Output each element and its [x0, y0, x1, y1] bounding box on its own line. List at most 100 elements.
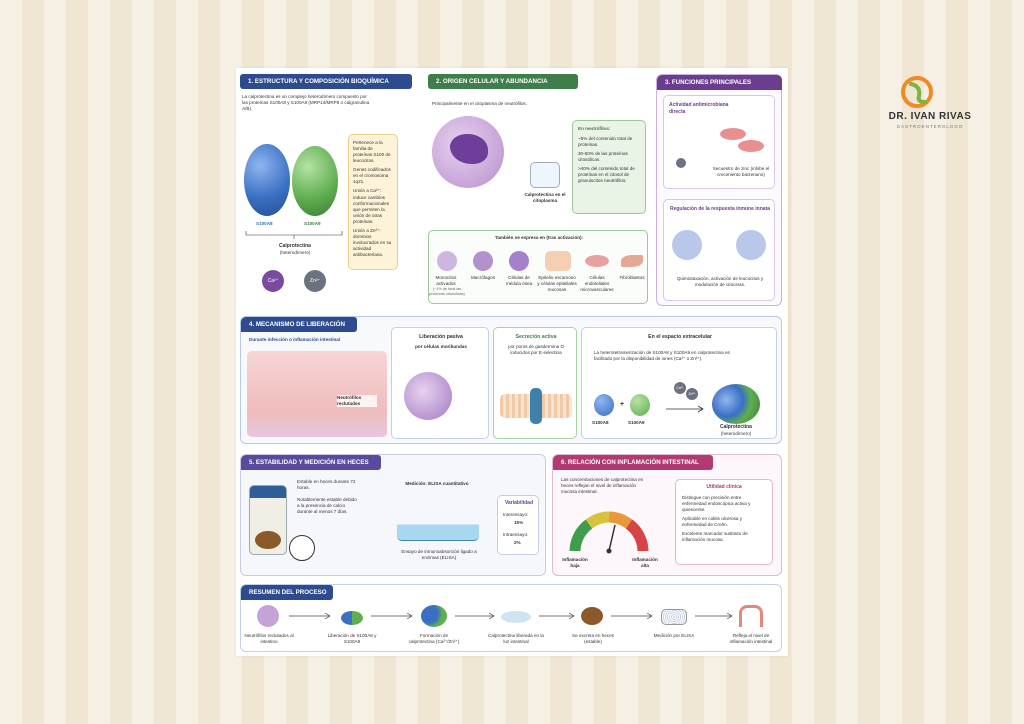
cell-label: Fibroblastos	[619, 275, 645, 280]
variability-box: Variabilidad Interensayo: 15% Intraensay…	[497, 495, 539, 555]
facts-box-title: En neutrófilos:	[578, 126, 611, 131]
variability-label: Intraensayo:	[503, 532, 529, 537]
section-inflammation: 6. RELACIÓN CON INFLAMACIÓN INTESTINAL L…	[552, 454, 782, 576]
zinc-ion-icon	[676, 158, 686, 168]
colon-icon	[739, 605, 763, 627]
bracket-icon	[245, 231, 343, 239]
cell-label: Epitelio escamoso y células epiteliales …	[537, 275, 577, 293]
epithelium-icon	[545, 251, 571, 271]
cell-label: Células de médula ósea	[505, 275, 533, 287]
fact-item: Unión a Ca²⁺: induce cambios conformacio…	[353, 188, 390, 224]
dying-cell-icon	[404, 372, 452, 420]
extracellular-title: En el espacio extracelular	[648, 334, 712, 340]
stability-fact: Estable en heces durante 72 horas.	[297, 479, 356, 491]
section-4-title: 4. MECANISMO DE LIBERACIÓN	[241, 317, 357, 332]
summary-step: Formación de calprotectina (Ca²⁺/Zn²⁺)	[408, 633, 460, 645]
origin-intro: Principalmente en el citoplasma de neutr…	[432, 101, 527, 106]
immune-title: Regulación de la respuesta inmune innata	[669, 206, 771, 212]
neutrophil-nucleus-icon	[450, 134, 488, 164]
extracellular-text: La heterotetramerización de S100A8 y S10…	[594, 350, 730, 362]
stool-sample-icon	[581, 607, 603, 625]
section-3-title: 3. FUNCIONES PRINCIPALES	[657, 75, 782, 90]
utility-item: Aplicable en colitis ulcerosa y enfermed…	[682, 515, 743, 527]
s100a8-protein-icon	[594, 394, 614, 416]
structure-facts-box: Pertenece a la familia de proteínas S100…	[348, 134, 398, 270]
logo: DR. IVAN RIVAS GASTROENTEROLOGO	[870, 74, 990, 134]
logo-name: DR. IVAN RIVAS	[888, 111, 972, 122]
fibroblast-icon	[621, 255, 643, 267]
fact-item: 30-60% de las proteínas citosólicas.	[578, 151, 628, 163]
cell-label: Células endoteliales microvasculares	[580, 275, 614, 293]
intestinal-lumen-icon	[501, 611, 531, 623]
gasdermin-pore-icon	[530, 388, 542, 424]
fact-item: ~5% del contenido total de proteínas.	[578, 136, 633, 148]
inflammation-gauge-icon	[569, 511, 649, 554]
utility-item: Distingue con precisión entre enfermedad…	[682, 494, 751, 512]
release-context: Durante infección o inflamación intestin…	[249, 337, 341, 342]
gauge-high-label: Inflamación alta	[632, 557, 658, 569]
section-structure: 1. ESTRUCTURA Y COMPOSICIÓN BIOQUÍMICA L…	[240, 74, 422, 306]
calprotectin-zoom-icon	[289, 535, 315, 561]
calcium-ion-icon: Ca²⁺	[674, 382, 686, 394]
calprotectin-complex-icon	[421, 605, 447, 627]
stool-sample-icon	[255, 531, 281, 549]
calprotectin-complex-icon	[712, 384, 760, 424]
utility-title: Utilidad clínica	[706, 484, 742, 490]
neutrophil-facts-box: En neutrófilos: ~5% del contenido total …	[572, 120, 646, 214]
arrow-icon	[666, 405, 704, 413]
section-1-title: 1. ESTRUCTURA Y COMPOSICIÓN BIOQUÍMICA	[240, 74, 412, 89]
immune-box: Regulación de la respuesta inmune innata…	[663, 199, 775, 301]
label-s100a8: S100A8	[592, 420, 609, 425]
label-s100a9: S100A9	[628, 420, 645, 425]
section-origin: 2. ORIGEN CELULAR Y ABUNDANCIA Principal…	[426, 74, 654, 306]
cell-note: (~1% de total las proteínas citosólicas)	[429, 287, 465, 296]
active-secretion-box: Secreción activa por poros de gasdermina…	[493, 327, 577, 439]
stability-fact: Notablemente estable debido a la presenc…	[297, 497, 357, 515]
summary-step: Calprotectina liberada en la luz intesti…	[488, 633, 544, 645]
label-s100a9: S100A9	[304, 221, 321, 226]
summary-step: Liberación de S100A8 y S100A9	[327, 633, 377, 645]
section-release: 4. MECANISMO DE LIBERACIÓN Durante infec…	[240, 316, 782, 444]
stomach-logo-icon	[901, 76, 933, 108]
other-cells-box: También se expresa en (tras activación):…	[428, 230, 648, 304]
macrophage-icon	[473, 251, 493, 271]
elisa-plate-icon	[397, 501, 479, 541]
monocyte-icon	[437, 251, 457, 271]
utility-item: Excelente marcador sustituto de inflamac…	[682, 530, 748, 542]
elisa-title: Medición: ELISA cuantitativo	[405, 481, 469, 486]
antimicrobial-title: Actividad antimicrobiana directa	[669, 102, 729, 115]
structure-intro: La calprotectina es un complejo heterodí…	[242, 94, 370, 112]
infographic-sheet: 1. ESTRUCTURA Y COMPOSICIÓN BIOQUÍMICA L…	[236, 68, 788, 656]
section-functions: 3. FUNCIONES PRINCIPALES Actividad antim…	[656, 74, 782, 306]
bacteria-icon	[720, 128, 746, 140]
section-summary: RESUMEN DEL PROCESO Neutrófilos reclutad…	[240, 584, 782, 652]
summary-step: Medición por ELISA	[653, 633, 695, 638]
result-sub: (heterodímero)	[720, 431, 752, 436]
also-expressed-title: También se expresa en (tras activación):	[494, 235, 584, 240]
cell-label: Monocitos activados	[435, 275, 457, 287]
active-sub: por poros de gasdermina D inducidos por …	[508, 344, 564, 356]
bacteria-icon	[738, 140, 764, 152]
variability-title: Variabilidad	[504, 500, 534, 506]
variability-value: 2%	[514, 540, 521, 545]
immune-caption: Quimiotaxación, activación de leucocitos…	[676, 276, 764, 288]
inflammation-text: Las concentraciones de calprotectina en …	[561, 477, 644, 495]
summary-step: Neutrófilos reclutados al intestino	[244, 633, 294, 645]
summary-title: RESUMEN DEL PROCESO	[241, 585, 333, 600]
fact-item: >40% del contenido total de proteínas en…	[578, 166, 635, 184]
endothelial-cell-icon	[585, 255, 609, 267]
passive-title: Liberación pasiva	[419, 334, 463, 340]
elisa-plate-icon	[661, 609, 687, 625]
calcium-ion-icon: Ca²⁺	[262, 270, 284, 292]
bone-marrow-cell-icon	[509, 251, 529, 271]
neutrophils-recruited-label: Neutrófilos reclutados	[337, 395, 377, 408]
leukocyte-icon	[736, 230, 766, 260]
label-s100a8: S100A8	[256, 221, 273, 226]
section-6-title: 6. RELACIÓN CON INFLAMACIÓN INTESTINAL	[553, 455, 713, 470]
plus-label: +	[620, 401, 625, 408]
clinical-utility-box: Utilidad clínica Distingue con precisión…	[675, 479, 773, 565]
section-2-title: 2. ORIGEN CELULAR Y ABUNDANCIA	[428, 74, 578, 89]
neutrophil-icon	[257, 605, 279, 627]
zinc-ion-icon: Zn²⁺	[686, 388, 698, 400]
cytoplasm-caption: Calprotectina en el citoplasma	[524, 192, 566, 204]
